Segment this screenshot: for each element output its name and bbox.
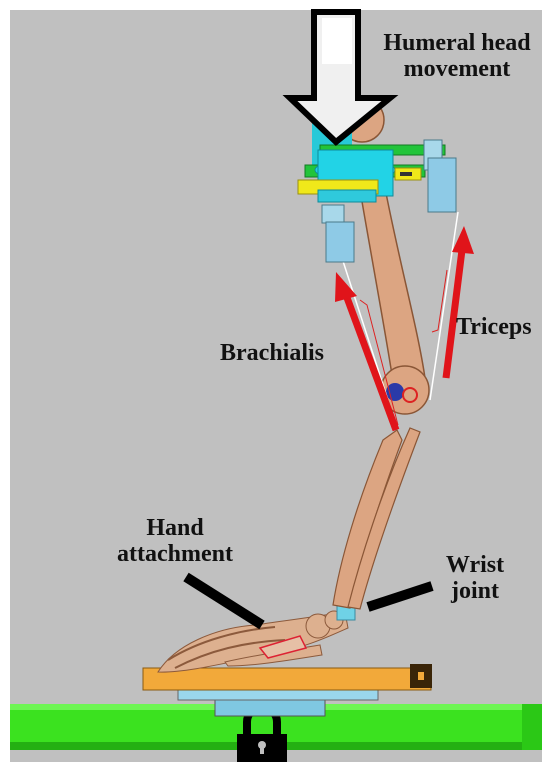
hand-attachment-label-line1: Hand [100, 515, 250, 541]
triceps-label: Triceps [456, 314, 532, 340]
humeral-head-label-line1: Humeral head [362, 30, 552, 56]
wrist-joint-label-line1: Wrist [430, 552, 520, 578]
humeral-head-label-line2: movement [362, 56, 552, 82]
wrist-joint-label-line2: joint [430, 578, 520, 604]
hand-attachment-label: Hand attachment [100, 515, 250, 567]
humeral-head-label: Humeral head movement [362, 30, 552, 82]
hand-attachment-label-line2: attachment [100, 541, 250, 567]
wrist-joint-label: Wrist joint [430, 552, 520, 604]
brachialis-label: Brachialis [220, 340, 324, 366]
